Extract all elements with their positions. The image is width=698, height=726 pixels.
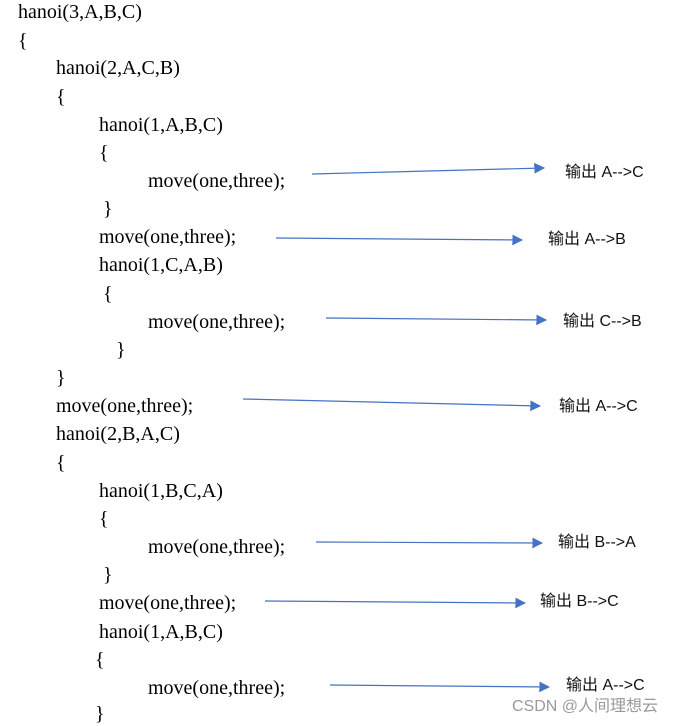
- code-line-hanoi-3: hanoi(3,A,B,C): [18, 1, 142, 23]
- code-line-brace-open: {: [99, 142, 109, 164]
- output-label: 输出 A-->C: [565, 164, 644, 181]
- code-line-move: move(one,three);: [148, 170, 286, 192]
- code-line-hanoi-1-bca: hanoi(1,B,C,A): [99, 480, 223, 502]
- code-line-brace-open: {: [99, 508, 109, 530]
- code-line-brace-close: }: [116, 339, 126, 361]
- arrow-5: [315, 537, 544, 549]
- code-line-brace-close: }: [103, 564, 113, 586]
- code-line-brace-close: }: [95, 703, 105, 725]
- code-line-hanoi-2-bac: hanoi(2,B,A,C): [56, 423, 180, 445]
- code-line-hanoi-1-cab: hanoi(1,C,A,B): [99, 254, 223, 276]
- code-line-hanoi-1-abc: hanoi(1,A,B,C): [99, 621, 223, 643]
- arrow-6: [264, 597, 527, 609]
- output-label: 输出 B-->A: [558, 534, 636, 551]
- code-line-brace-open: {: [18, 30, 28, 52]
- code-line-move: move(one,three);: [99, 226, 237, 248]
- code-line-hanoi-1-abc: hanoi(1,A,B,C): [99, 114, 223, 136]
- code-line-brace-open: {: [95, 649, 105, 671]
- code-line-brace-close: }: [56, 367, 66, 389]
- code-line-brace-open: {: [56, 86, 66, 108]
- code-line-brace-open: {: [56, 452, 66, 474]
- arrow-2: [275, 234, 524, 246]
- code-line-move: move(one,three);: [148, 536, 286, 558]
- arrow-3: [325, 314, 548, 326]
- watermark: CSDN @人间理想云: [512, 698, 659, 715]
- code-line-move: move(one,three);: [148, 311, 286, 333]
- code-line-brace-close: }: [103, 198, 113, 220]
- output-label: 输出 B-->C: [540, 593, 619, 610]
- output-label: 输出 A-->C: [566, 677, 645, 694]
- arrow-7: [329, 681, 551, 693]
- code-line-move: move(one,three);: [99, 592, 237, 614]
- arrow-4: [242, 398, 542, 412]
- code-line-move: move(one,three);: [148, 677, 286, 699]
- code-line-brace-open: {: [103, 283, 113, 305]
- code-line-move: move(one,three);: [56, 395, 194, 417]
- output-label: 输出 A-->C: [559, 398, 638, 415]
- code-line-hanoi-2-acb: hanoi(2,A,C,B): [56, 57, 180, 79]
- output-label: 输出 A-->B: [548, 231, 626, 248]
- output-label: 输出 C-->B: [563, 313, 642, 330]
- arrow-1: [311, 162, 546, 175]
